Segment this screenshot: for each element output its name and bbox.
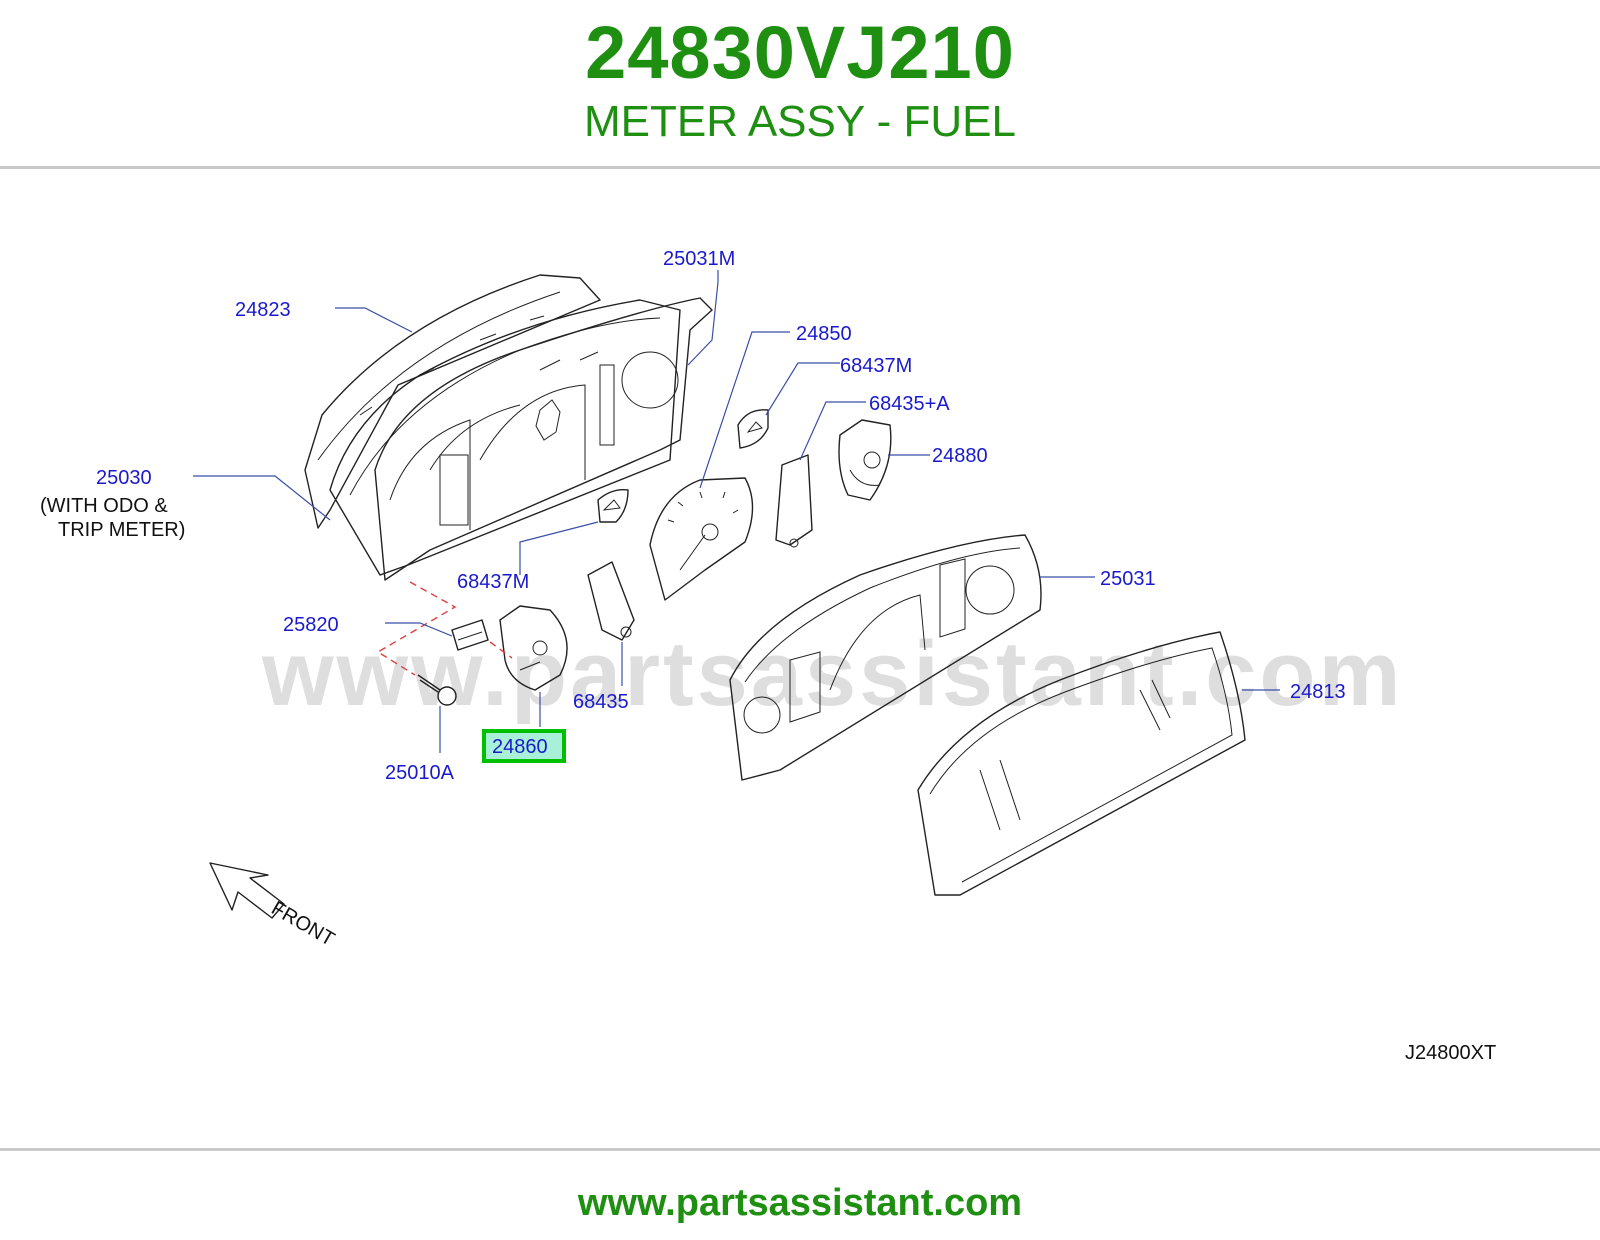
callout-68437M-mid[interactable]: 68437M [457,571,529,593]
callout-25010A[interactable]: 25010A [385,762,455,784]
callout-25820[interactable]: 25820 [283,614,339,636]
watermark-text: www.partsassistant.com [261,623,1403,725]
footer-site-url[interactable]: www.partsassistant.com [577,1182,1023,1224]
callout-24813[interactable]: 24813 [1290,681,1346,703]
callout-24850[interactable]: 24850 [796,323,852,345]
footer-divider [0,1148,1600,1151]
front-direction-label: FRONT [268,897,339,950]
callout-25031[interactable]: 25031 [1100,568,1156,590]
diagram-canvas: www.partsassistant.com [40,248,1496,1064]
part-24823-bezel[interactable] [304,274,601,529]
part-name-subtitle: METER ASSY - FUEL [584,97,1016,146]
part-68437M-top-mask[interactable] [737,409,769,449]
callout-68435[interactable]: 68435 [573,691,629,713]
callout-68437M-top[interactable]: 68437M [840,355,912,377]
highlight-box-24860 [482,729,566,763]
part-68437M-mid-mask[interactable] [597,489,629,523]
callout-25030-note-line2: TRIP METER) [58,519,185,541]
callout-25030-note-line1: (WITH ODO & [40,495,168,517]
part-68435-plate[interactable] [587,561,635,641]
front-direction-arrow-icon [209,862,285,919]
part-25010A-screw[interactable] [417,674,457,706]
part-number-title: 24830VJ210 [585,11,1015,94]
part-25031M-housing[interactable] [374,297,713,581]
diagram-code: J24800XT [1405,1042,1496,1064]
part-25030-gauge-board[interactable] [329,299,681,576]
callout-24823[interactable]: 24823 [235,299,291,321]
callout-24860-highlighted[interactable]: 24860 [492,736,548,758]
callout-25030[interactable]: 25030 [96,467,152,489]
header-divider [0,166,1600,169]
callout-24880[interactable]: 24880 [932,445,988,467]
part-24850-speedometer[interactable] [649,477,754,601]
part-25820-connector[interactable] [451,619,489,651]
part-68435A-plate[interactable] [775,454,813,548]
callout-25031M[interactable]: 25031M [663,248,735,270]
part-24880-gauge[interactable] [838,419,892,501]
part-24813-glass[interactable] [917,631,1246,896]
assembly-line-connector [489,641,513,659]
assembly-line-screw [376,581,457,676]
part-24860-fuel-gauge[interactable] [499,605,568,691]
part-25031-front-housing[interactable] [729,534,1042,781]
callout-68435A[interactable]: 68435+A [869,393,950,415]
exploded-parts-diagram: www.partsassistant.com [0,170,1600,1170]
